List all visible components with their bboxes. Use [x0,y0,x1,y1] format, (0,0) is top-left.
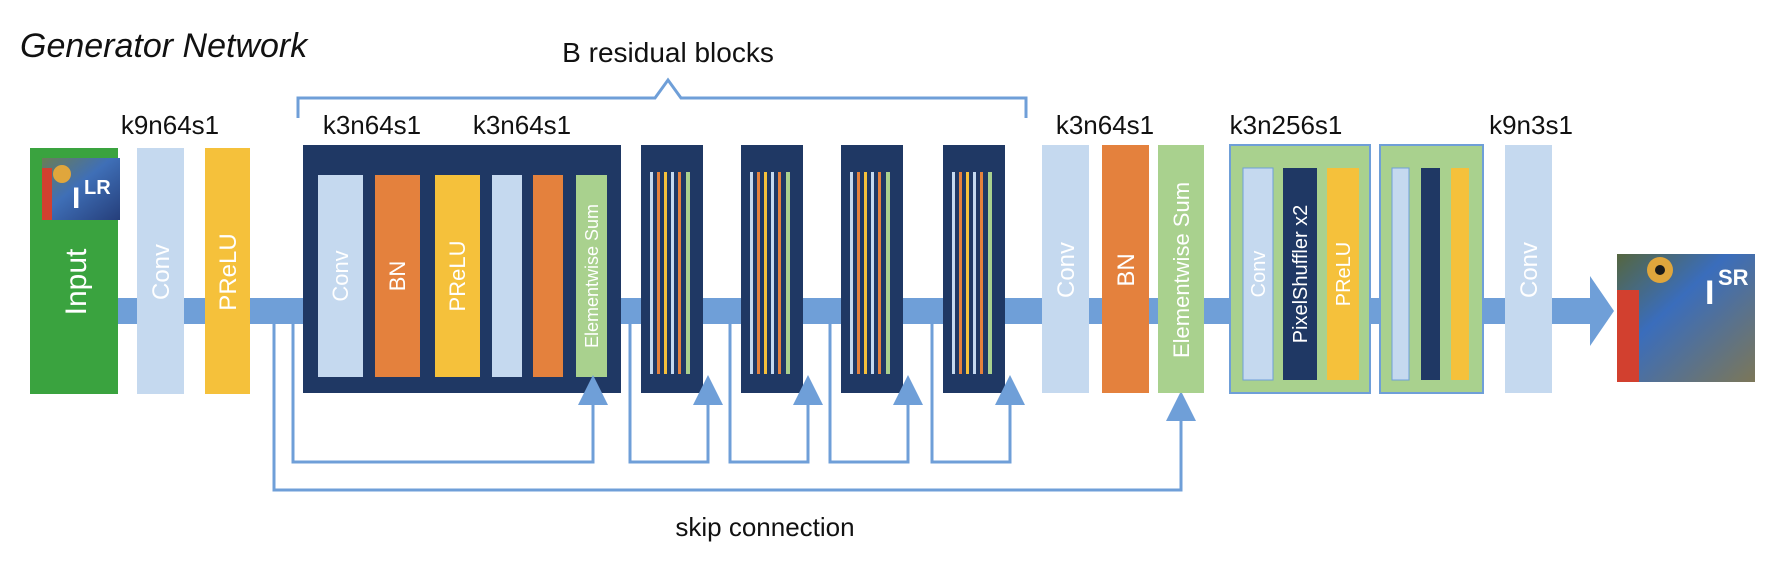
residual-block-3 [741,145,803,393]
residual-block-5 [943,145,1005,393]
upsample2-conv-layer [1391,167,1410,381]
input-image-sub: LR [84,177,111,199]
conv-in-layer [137,148,184,394]
upsample1-prelu-layer [1327,168,1359,380]
conv-out-label: Conv [1516,242,1543,298]
output-image-symbol: I [1705,274,1714,312]
post-sum-label: Elementwise Sum [1169,182,1194,358]
res-conv1-layer [318,175,363,377]
upsample1-conv-layer [1242,167,1274,381]
long-skip-connection [272,318,1196,492]
res-bn1-layer [375,175,420,377]
prelu-in-layer [205,148,250,394]
label-post-conv-kernel: k3n64s1 [1056,110,1154,140]
res-sum-label: Elementwise Sum [582,204,602,348]
post-conv-label: Conv [1053,242,1080,298]
diagram-title: Generator Network [20,27,309,65]
label-conv-out-kernel: k9n3s1 [1489,110,1573,140]
output-arrowhead [1590,276,1614,346]
prelu-in-label: PReLU [215,233,242,310]
upsample1-conv-label: Conv [1248,251,1270,298]
output-image-sub: SR [1718,265,1749,290]
res-prelu-layer [435,175,480,377]
output-sr-image [1617,254,1755,382]
residual-block-2 [641,145,703,393]
res-bn1-label: BN [385,261,410,292]
post-sum-layer [1158,145,1204,393]
input-lr-image-red [42,168,52,220]
res-bn2-layer [533,175,563,377]
residual-skip-loops [291,318,1025,464]
upsample1-prelu-label: PReLU [1333,242,1355,306]
upsample2-pixelshuffler-layer [1421,168,1440,380]
conv-in-label: Conv [148,244,175,300]
input-image-symbol: I [72,182,80,215]
res-conv2-layer [492,175,522,377]
input-lr-image [42,158,120,220]
post-conv-layer [1042,145,1089,393]
residual-block-4 [841,145,903,393]
res-prelu-label: PReLU [445,241,470,312]
output-sr-image-red [1617,290,1639,382]
input-label: Input [60,248,93,315]
residual-blocks-bracket [296,77,1028,118]
label-res-conv1-kernel: k3n64s1 [323,110,421,140]
upsample2-prelu-layer [1451,168,1469,380]
post-bn-layer [1102,145,1149,393]
skip-connection-label: skip connection [675,512,854,542]
label-conv-in-kernel: k9n64s1 [121,110,219,140]
input-lr-image-eye [53,165,71,183]
output-sr-image-pupil [1655,265,1665,275]
res-conv1-label: Conv [328,250,353,301]
res-sum-layer [576,175,607,377]
label-res-conv2-kernel: k3n64s1 [473,110,571,140]
label-upsample-kernel: k3n256s1 [1230,110,1343,140]
upsample1-pixelshuffler-layer [1283,168,1317,380]
conv-out-layer [1505,145,1552,393]
post-bn-label: BN [1113,253,1140,286]
residual-blocks-label: B residual blocks [562,37,774,68]
upsample1-pixelshuffler-label: PixelShuffler x2 [1290,205,1312,344]
